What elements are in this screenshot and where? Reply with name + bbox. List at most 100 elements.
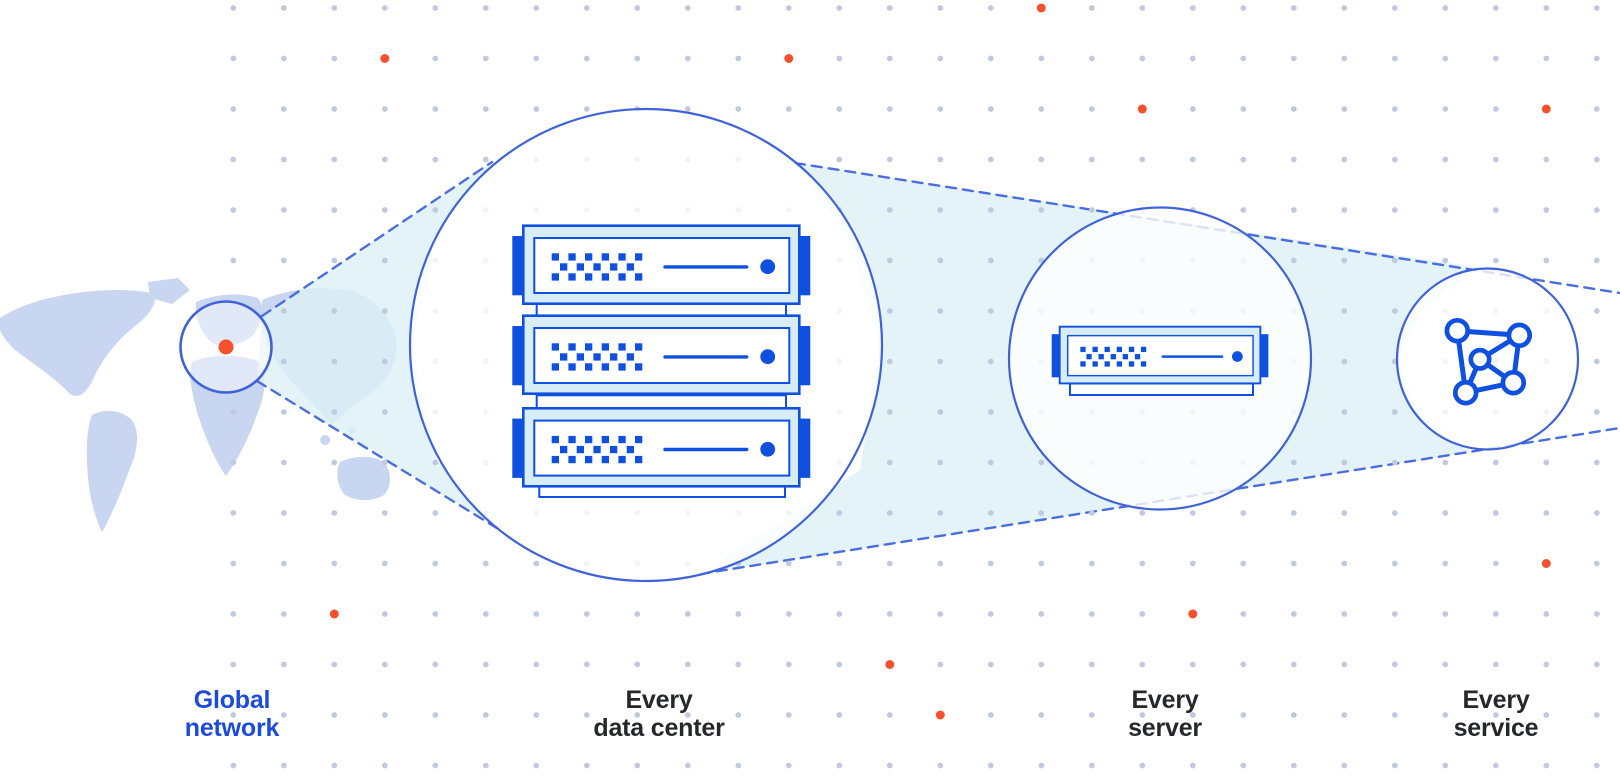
- grid-dot: [1593, 156, 1600, 163]
- grid-dot: [836, 156, 843, 163]
- grid-dot: [230, 106, 237, 112]
- grid-dot: [1290, 156, 1297, 163]
- grid-dot: [1341, 156, 1348, 163]
- grid-dot: [381, 156, 388, 163]
- grid-dot: [1088, 510, 1095, 516]
- orange-grid-dot: [935, 710, 945, 720]
- grid-dot: [331, 358, 338, 365]
- label-every-server: Every server: [1005, 686, 1325, 742]
- grid-dot: [1189, 762, 1196, 769]
- grid-dot: [331, 762, 338, 769]
- grid-dot: [937, 156, 944, 163]
- grid-dot: [1341, 510, 1348, 516]
- grid-dot: [583, 661, 590, 668]
- grid-dot: [634, 611, 641, 617]
- grid-dot: [1442, 510, 1449, 516]
- grid-dot: [1341, 106, 1348, 112]
- grid-dot: [331, 661, 338, 668]
- grid-dot: [1492, 257, 1499, 264]
- grid-dot: [1139, 510, 1146, 516]
- grid-dot: [1038, 712, 1045, 718]
- grid-dot: [684, 661, 691, 668]
- grid-dot: [886, 257, 893, 264]
- grid-dot: [331, 459, 338, 466]
- grid-dot: [533, 661, 540, 668]
- grid-dot: [1442, 661, 1449, 668]
- grid-dot: [1139, 712, 1146, 718]
- grid-dot: [381, 308, 388, 314]
- grid-dot: [1139, 560, 1146, 567]
- grid-dot: [331, 106, 338, 112]
- grid-dot: [1290, 5, 1297, 11]
- grid-dot: [533, 106, 540, 112]
- grid-dot: [1593, 762, 1600, 769]
- grid-dot: [886, 459, 893, 466]
- grid-dot: [987, 510, 994, 516]
- grid-dot: [583, 762, 590, 769]
- grid-dot: [937, 5, 944, 11]
- grid-dot: [583, 106, 590, 112]
- grid-dot: [280, 55, 287, 62]
- grid-dot: [432, 5, 439, 11]
- grid-dot: [785, 661, 792, 668]
- grid-dot: [886, 106, 893, 112]
- grid-dot: [1543, 459, 1550, 466]
- grid-dot: [1593, 459, 1600, 466]
- grid-dot: [1492, 611, 1499, 617]
- grid-dot: [1290, 257, 1297, 264]
- grid-dot: [1038, 661, 1045, 668]
- grid-dot: [1088, 762, 1095, 769]
- grid-dot: [987, 156, 994, 163]
- grid-dot: [1088, 5, 1095, 11]
- label-global-network: Global network: [72, 686, 392, 742]
- grid-dot: [937, 55, 944, 62]
- grid-dot: [1341, 762, 1348, 769]
- label-line: Every: [1462, 686, 1530, 714]
- grid-dot: [1341, 409, 1348, 415]
- grid-dot: [684, 611, 691, 617]
- grid-dot: [684, 106, 691, 112]
- grid-dot: [684, 712, 691, 718]
- grid-dot: [1341, 661, 1348, 668]
- grid-dot: [230, 560, 237, 567]
- grid-dot: [937, 611, 944, 617]
- grid-dot: [1088, 55, 1095, 62]
- grid-dot: [1543, 55, 1550, 62]
- grid-dot: [937, 459, 944, 466]
- label-every-data-center: Every data center: [499, 686, 819, 742]
- grid-dot: [1240, 106, 1247, 112]
- grid-dot: [1240, 55, 1247, 62]
- grid-dot: [331, 207, 338, 213]
- orange-grid-dot: [784, 54, 794, 63]
- grid-dot: [987, 762, 994, 769]
- grid-dot: [1442, 560, 1449, 567]
- grid-dot: [1391, 611, 1398, 617]
- server-icon: [1050, 325, 1270, 396]
- grid-dot: [432, 762, 439, 769]
- grid-dot: [1442, 257, 1449, 264]
- grid-dot: [1341, 308, 1348, 314]
- grid-dot: [381, 762, 388, 769]
- grid-dot: [482, 5, 489, 11]
- orange-grid-dot: [1036, 3, 1046, 13]
- grid-dot: [381, 358, 388, 365]
- grid-dot: [1290, 55, 1297, 62]
- grid-dot: [280, 106, 287, 112]
- grid-dot: [280, 358, 287, 365]
- grid-dot: [381, 257, 388, 264]
- grid-dot: [1543, 611, 1550, 617]
- grid-dot: [432, 156, 439, 163]
- grid-dot: [1391, 712, 1398, 718]
- grid-dot: [785, 712, 792, 718]
- orange-grid-dot: [885, 660, 895, 669]
- grid-dot: [230, 459, 237, 466]
- grid-dot: [1240, 762, 1247, 769]
- grid-dot: [381, 106, 388, 112]
- grid-dot: [482, 712, 489, 718]
- grid-dot: [684, 5, 691, 11]
- grid-dot: [886, 358, 893, 365]
- label-line: data center: [593, 714, 725, 742]
- grid-dot: [230, 5, 237, 11]
